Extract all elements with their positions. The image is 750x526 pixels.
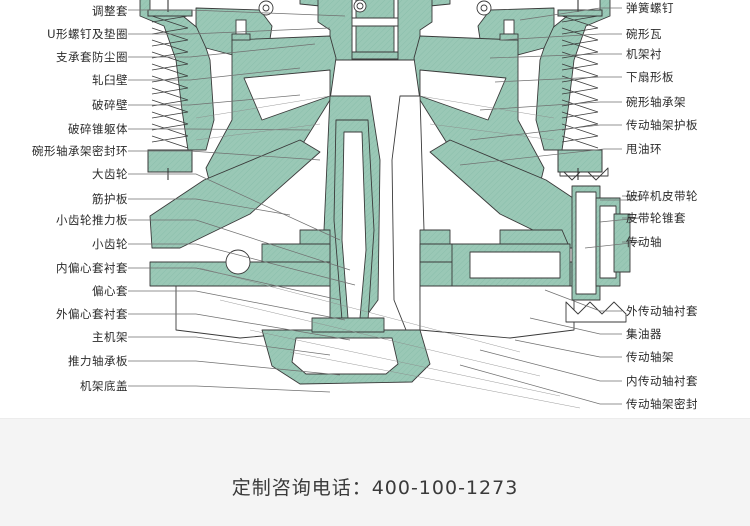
callout-label-right: 传动轴架护板 [626,118,698,132]
callout-label-right: 机架衬 [626,47,662,61]
callout-label-right: 传动轴架密封 [626,397,698,411]
callout-label-right: 下扇形板 [626,70,674,84]
leader-lines-right [459,7,641,405]
callout-label-left: 小齿轮推力板 [56,213,128,227]
callout-label-left: 筋护板 [92,192,128,206]
callout-label-left: 外偏心套衬套 [56,307,128,321]
callout-label-left: U形螺钉及垫圈 [47,27,128,41]
contact-banner: 定制咨询电话：400-100-1273 [0,418,750,526]
callout-label-right: 碗形瓦 [626,27,662,41]
callout-label-right: 碗形轴承架 [626,95,686,109]
leader-lines-left [128,9,356,393]
callout-label-right: 集油器 [626,327,662,341]
callout-label-left: 推力轴承板 [68,354,128,368]
callout-label-left: 支承套防尘圈 [56,50,128,64]
callout-label-right: 甩油环 [626,142,662,156]
banner-divider [0,418,750,419]
callout-label-right: 皮带轮锥套 [626,211,686,225]
crusher-cutaway-svg [128,0,641,409]
consult-phone-text: 定制咨询电话：400-100-1273 [231,477,519,499]
callout-label-right: 内传动轴衬套 [626,374,698,388]
callout-label-right: 破碎机皮带轮 [626,189,698,203]
callout-label-left: 机架底盖 [80,379,128,393]
callout-label-left: 调整套 [92,4,128,18]
callout-label-left: 偏心套 [92,284,128,298]
callout-label-right: 传动轴 [626,235,662,249]
callout-label-left: 轧臼壁 [92,73,128,87]
callout-label-left: 主机架 [92,330,128,344]
callout-label-left: 内偏心套衬套 [56,261,128,275]
callout-label-left: 破碎锥躯体 [68,122,128,136]
callout-label-left: 破碎壁 [92,98,128,112]
crusher-diagram: 调整套 U形螺钉及垫圈 支承套防尘圈 轧臼壁 破碎壁 破碎锥躯体 碗形轴承架密封… [32,0,698,411]
callout-label-left: 大齿轮 [92,167,128,181]
callout-label-right: 外传动轴衬套 [626,304,698,318]
callout-label-left: 碗形轴承架密封环 [32,144,128,158]
callout-label-right: 传动轴架 [626,350,674,364]
callout-label-right: 弹簧螺钉 [626,1,674,15]
callout-label-left: 小齿轮 [92,237,128,251]
